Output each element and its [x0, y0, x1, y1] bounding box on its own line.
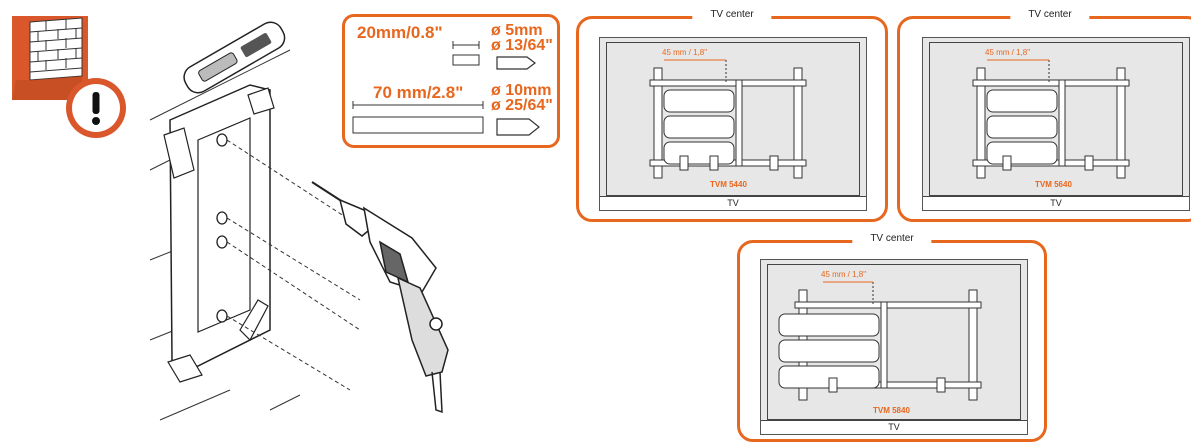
model-name: TVM 5840	[873, 406, 910, 415]
large-diameter-metric: ø 10mm	[491, 82, 552, 99]
model-name: TVM 5640	[1035, 180, 1072, 189]
small-diameter-metric: ø 5mm	[491, 22, 543, 39]
wall-mount-drawing	[972, 59, 1130, 179]
tv-center-panel-1: TV center 45 mm / 1,8" TVM 5440 TV	[576, 9, 888, 222]
spirit-level	[183, 21, 286, 94]
large-hole-depth: 70 mm/2.8"	[373, 83, 464, 102]
panel-title: TV center	[852, 233, 932, 244]
model-name: TVM 5440	[710, 180, 747, 189]
small-diameter-imperial: ø 13/64"	[491, 37, 553, 54]
brick-wall-icon	[12, 16, 88, 100]
drill-bit-icon	[352, 41, 540, 136]
tv-label: TV	[923, 196, 1189, 210]
tv-outline: 45 mm / 1,8" TVM 5440 TV	[599, 37, 867, 211]
drill-installation-illustration	[149, 21, 449, 421]
tv-outline: 45 mm / 1,8" TVM 5640 TV	[922, 37, 1190, 211]
tv-label: TV	[600, 196, 866, 210]
large-diameter-imperial: ø 25/64"	[491, 97, 553, 114]
center-distance: 45 mm / 1,8"	[821, 270, 867, 279]
center-distance: 45 mm / 1,8"	[662, 48, 708, 57]
tv-center-panel-3: TV center 45 mm / 1,8" TVM 5840 TV	[737, 233, 1047, 442]
warning-icon	[66, 78, 126, 138]
drill-icon	[311, 181, 449, 414]
panel-title: TV center	[1010, 9, 1090, 20]
drilling-template	[169, 84, 271, 371]
tv-label: TV	[761, 420, 1027, 434]
panel-title: TV center	[692, 9, 772, 20]
tv-center-panel-2: TV center 45 mm / 1,8" TVM 5640 TV	[897, 9, 1191, 222]
wall-mount-drawing	[778, 281, 982, 401]
tv-outline: 45 mm / 1,8" TVM 5840 TV	[760, 259, 1028, 435]
center-distance: 45 mm / 1,8"	[985, 48, 1031, 57]
wall-mount-drawing	[649, 59, 807, 179]
drill-spec-box: 20mm/0.8" ø 5mm ø 13/64" 70 mm/2.8" ø 10…	[342, 14, 560, 148]
small-hole-depth: 20mm/0.8"	[357, 23, 443, 42]
